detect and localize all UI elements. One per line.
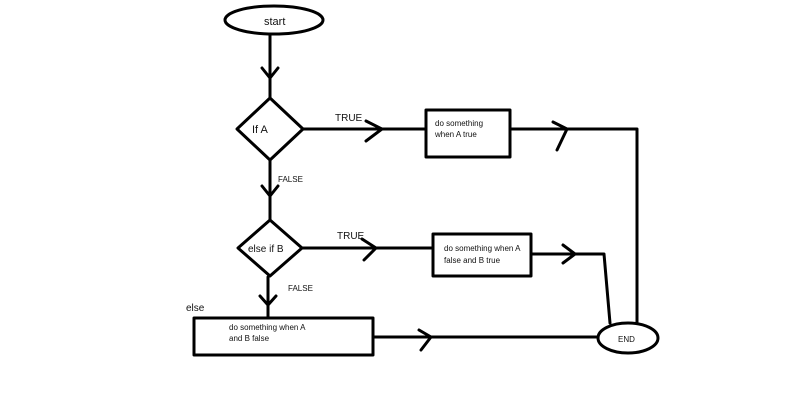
arrowhead [561,243,577,265]
arrowhead [360,237,378,262]
action-b-box [431,232,533,278]
action-b-line-2: false and B true [444,256,501,265]
arrowhead [258,294,278,307]
arrowhead [551,120,569,152]
if-a-decision [235,96,305,162]
action-else-box [192,316,375,357]
else-label: else [186,303,205,314]
start-terminal [223,4,325,36]
if-a-false-label: FALSE [278,175,303,184]
else-if-b-true-label: TRUE [337,231,365,242]
arrowhead [417,328,433,352]
action-a-box [424,108,512,159]
action-else-line-1: do something when A [229,323,306,332]
else-if-b-false-label: FALSE [288,284,313,293]
action-else-line-2: and B false [229,334,270,343]
action-a-line-2: when A true [434,130,477,139]
end-terminal [596,321,660,355]
else-if-b-decision [236,218,304,278]
arrowhead [260,184,280,198]
end-label: END [618,335,635,344]
arrowhead [260,66,280,80]
connector-action-a-to-end [508,127,639,324]
action-b-line-1: do something when A [444,244,521,253]
if-a-true-label: TRUE [335,113,363,124]
connector-action-b-to-end [529,252,612,325]
else-if-b-label: else if B [248,244,284,255]
action-a-line-1: do something [435,119,483,128]
if-a-label: If A [252,124,269,136]
arrowhead [364,119,384,143]
start-label: start [264,16,285,28]
